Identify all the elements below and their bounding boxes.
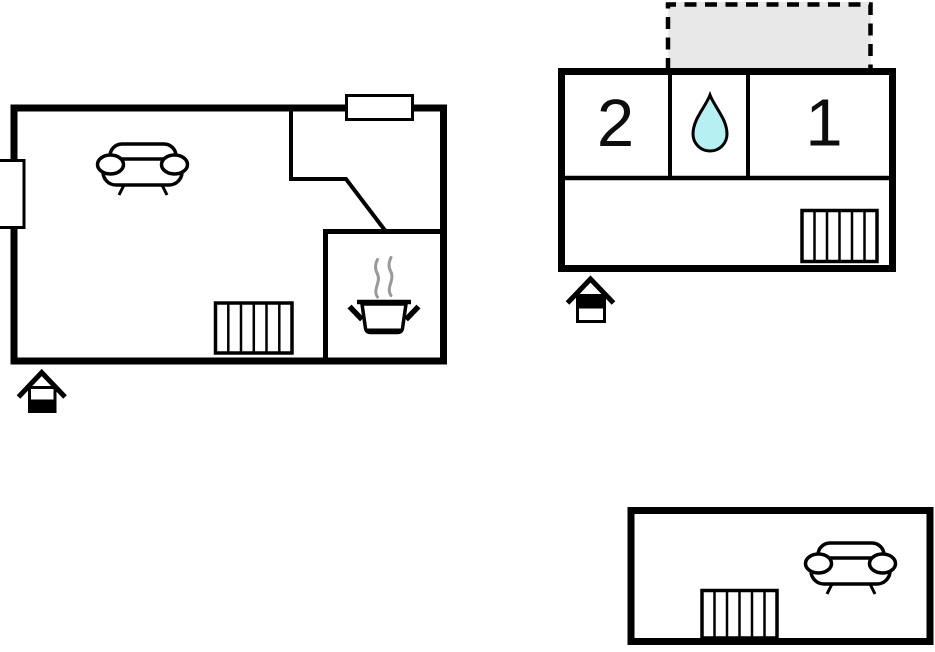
outer-wall [558, 68, 896, 272]
entrance-roof [16, 368, 67, 399]
entrance-fill-upper [576, 294, 606, 309]
stove-pot-icon [347, 256, 421, 335]
water-drop-icon [691, 90, 729, 153]
terrace-area [668, 2, 871, 68]
terrace [665, 2, 873, 70]
room-2-label: 2 [597, 86, 634, 161]
interior-wall [289, 105, 388, 233]
room-1-label: 1 [805, 86, 842, 161]
radiator-icon [700, 588, 779, 640]
steam-icon [387, 256, 394, 297]
radiator-icon [800, 208, 879, 264]
upper-floor-plan: 2 1 [558, 2, 896, 323]
kitchen-wall [323, 229, 443, 360]
window-icon [345, 94, 414, 121]
window-icon [0, 159, 26, 229]
radiator-icon [213, 301, 294, 355]
pot-handle [404, 304, 421, 322]
pot-body [359, 302, 409, 335]
entrance-roof [565, 275, 616, 305]
entrance-icon [565, 275, 616, 323]
annex-plan [627, 507, 934, 645]
pot-handle [347, 304, 364, 322]
main-floor-plan [0, 94, 447, 413]
entrance-fill-lower [28, 399, 57, 413]
entrance-icon [16, 368, 67, 413]
steam-icon [374, 258, 380, 299]
terrace-dashed-border [665, 2, 873, 70]
